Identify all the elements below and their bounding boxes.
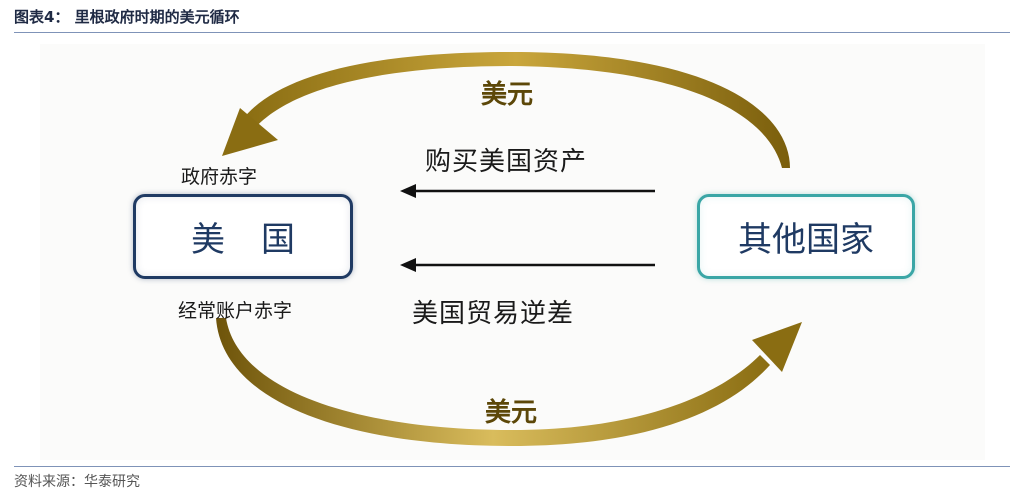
label-government-deficit: 政府赤字 [181,166,258,188]
dollar-flow-bottom-arrowhead [752,322,802,372]
dollar-flow-bottom-arc [216,318,770,446]
node-other-countries: 其他国家 [697,194,915,279]
trade-deficit-arrowhead [400,258,416,272]
label-us-trade-deficit: 美国贸易逆差 [412,299,575,329]
node-united-states: 美国 [133,194,353,279]
bottom-divider [14,466,1010,467]
figure-title: 图表4： 里根政府时期的美元循环 [14,8,240,26]
dollar-flow-top-arrowhead [222,108,278,156]
buy-assets-arrowhead [400,184,416,198]
label-dollar-bottom: 美元 [485,398,538,428]
label-dollar-top: 美元 [481,80,534,110]
top-divider [14,32,1010,33]
source-note: 资料来源：华泰研究 [14,474,140,490]
label-current-account-deficit: 经常账户赤字 [178,300,293,322]
label-buy-us-assets: 购买美国资产 [425,147,588,177]
